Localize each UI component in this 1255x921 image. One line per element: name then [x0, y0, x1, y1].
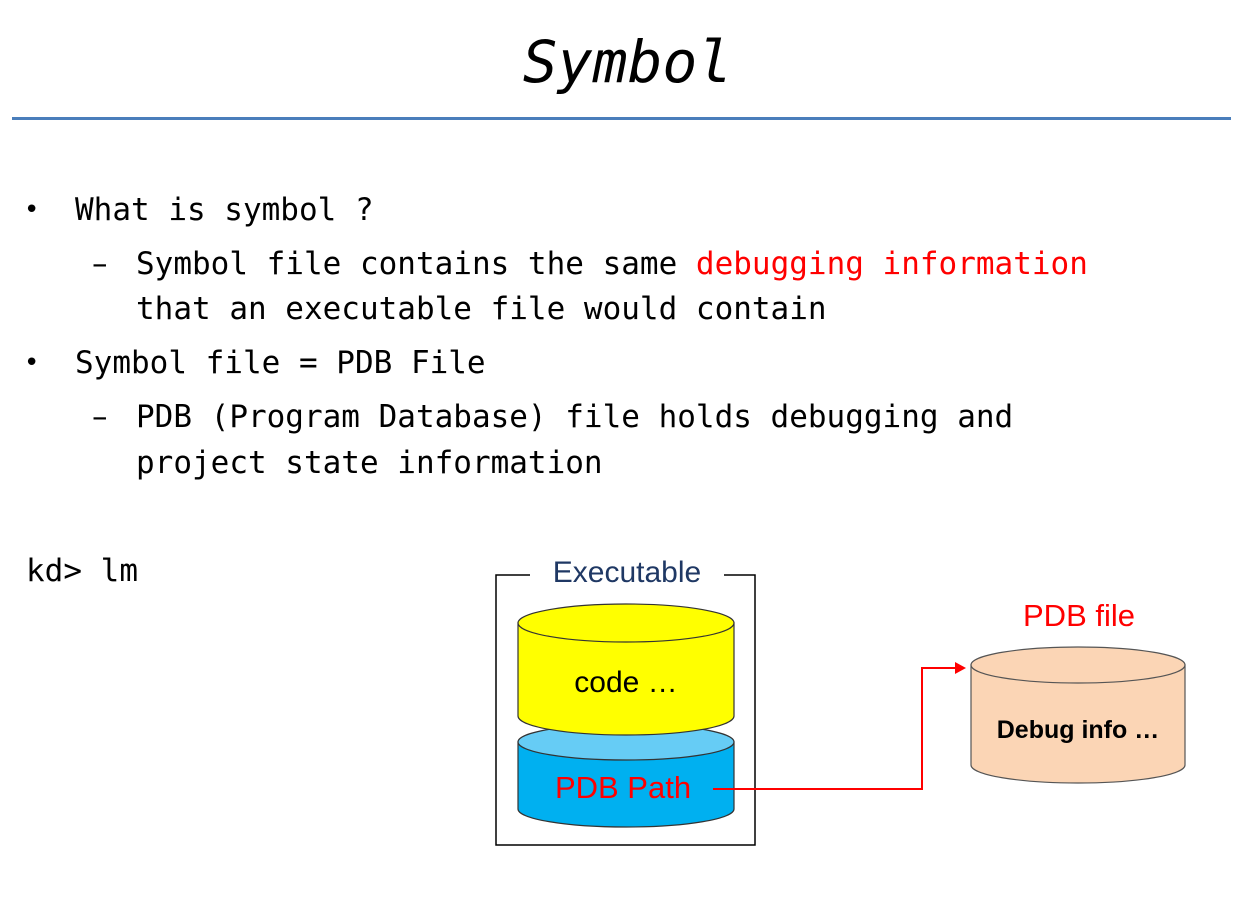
highlight-debugging-information: debugging information — [695, 246, 1088, 282]
bullet-marker: • — [24, 348, 40, 378]
command-prompt: kd> lm — [26, 553, 138, 589]
bullet-marker: • — [24, 195, 40, 225]
executable-frame — [495, 574, 756, 846]
pdb-path-arrow — [713, 667, 956, 790]
debug-info-label: Debug info … — [997, 716, 1159, 744]
sub-bullet-text: Symbol file contains the same — [136, 246, 696, 282]
code-label: code … — [574, 666, 677, 699]
sub-bullet-symbol-file-line2: that an executable file would contain — [136, 291, 827, 327]
sub-bullet-dash: – — [92, 246, 108, 282]
executable-label: Executable — [553, 556, 701, 589]
slide-title: Symbol — [522, 28, 733, 96]
sub-bullet-dash: – — [92, 399, 108, 435]
pdb-file-label: PDB file — [1023, 598, 1135, 633]
pdb-file-cylinder — [970, 646, 1186, 784]
pdb-path-label: PDB Path — [555, 770, 691, 805]
title-divider — [12, 117, 1231, 120]
code-cylinder — [517, 603, 735, 736]
bullet-what-is-symbol: What is symbol ? — [75, 192, 374, 228]
sub-bullet-pdb-line1: PDB (Program Database) file holds debugg… — [136, 399, 1014, 435]
bullet-symbol-file-pdb: Symbol file = PDB File — [75, 345, 486, 381]
sub-bullet-symbol-file-line1: Symbol file contains the same debugging … — [136, 244, 1088, 284]
arrow-head — [955, 662, 966, 674]
sub-bullet-pdb-line2: project state information — [136, 445, 603, 481]
